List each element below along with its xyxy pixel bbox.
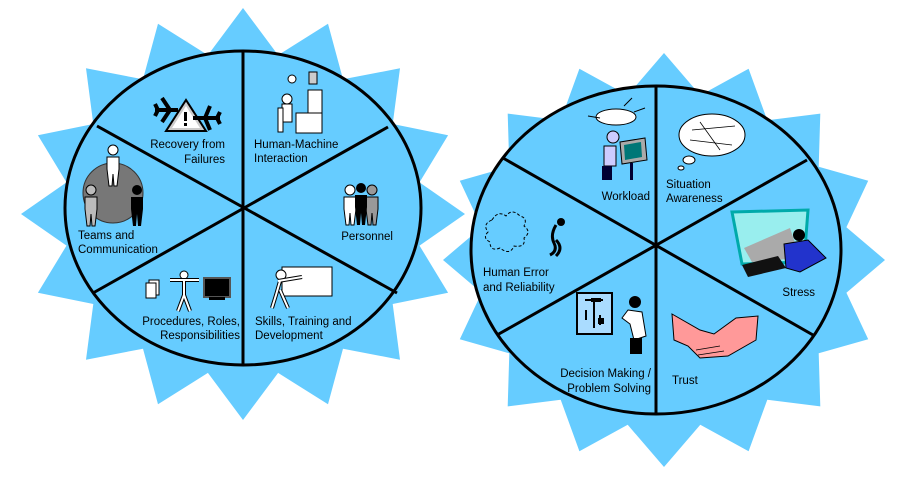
people-group-icon [343, 183, 379, 226]
team-globe-icon [82, 144, 144, 227]
left-spoke-diag-1 [96, 124, 398, 295]
right-spoke-diag-1 [502, 156, 814, 337]
flowchart-presenter-icon [576, 292, 647, 354]
label-decision-making-problem-solving: Decision Making /Problem Solving [560, 368, 652, 395]
label-personnel: Personnel [341, 231, 393, 243]
stressed-computer-user-icon [587, 97, 648, 180]
handshake-icon [671, 313, 759, 359]
label-workload: Workload [602, 191, 650, 203]
label-trust: Trust [672, 375, 699, 387]
label-procedures-roles-responsibilities: Procedures, Roles,Responsibilities [142, 316, 240, 342]
pilot-simulator-icon [730, 208, 827, 277]
aircraft-warning-icon [153, 96, 222, 132]
operator-console-icon [277, 71, 323, 134]
right-spoke-diag-2 [496, 158, 808, 337]
documents-person-monitor-icon [145, 270, 231, 312]
explosion-figure-icon [484, 211, 565, 258]
left-spoke-diag-2 [92, 125, 389, 295]
presenter-board-icon [270, 266, 333, 309]
thought-cloud-icon [677, 113, 746, 171]
label-stress: Stress [782, 287, 815, 299]
